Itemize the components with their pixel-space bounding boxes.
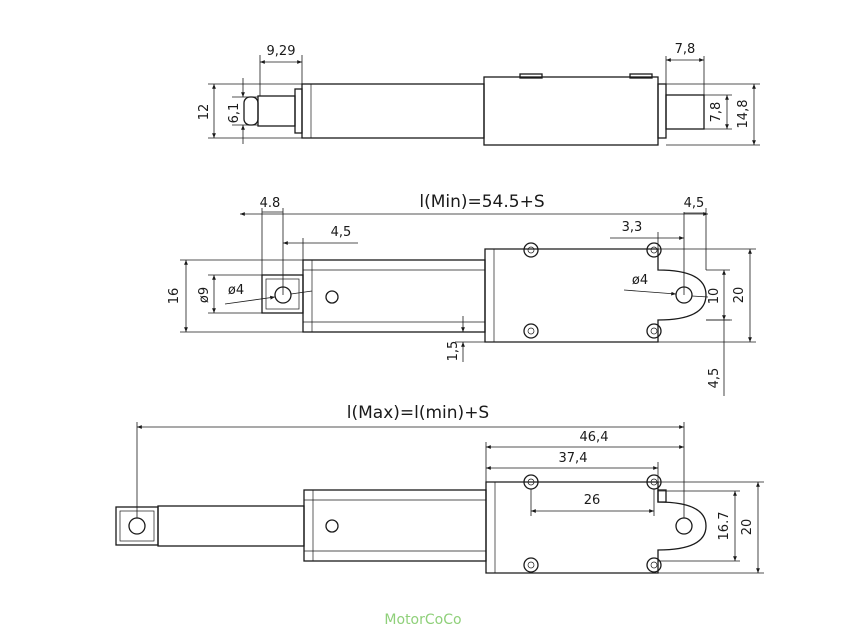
dim-46-4: 46,4 xyxy=(580,430,609,445)
dim-6-1: 6,1 xyxy=(227,103,242,124)
dim-7-8-vertical: 7,8 xyxy=(709,102,724,123)
dim-16-7: 16.7 xyxy=(717,512,732,541)
dim-4-8: 4.8 xyxy=(260,196,281,211)
middle-view: l(Min)=54.5+S 4.8 4,5 4,5 3,3 16 xyxy=(167,192,756,396)
bottom-dimensions: l(Max)=l(min)+S 46,4 37,4 26 16.7 xyxy=(136,403,764,574)
dim-37-4: 37,4 xyxy=(559,451,588,466)
top-actuator-outline xyxy=(243,73,705,146)
dim-20-middle: 20 xyxy=(732,287,747,304)
dim-4-5-bottom: 4,5 xyxy=(707,368,722,389)
top-view: 9,29 6,1 12 7,8 7,8 xyxy=(197,42,760,146)
dim-12: 12 xyxy=(197,104,212,121)
top-dimensions: 9,29 6,1 12 7,8 7,8 xyxy=(197,42,760,146)
bottom-view: l(Max)=l(min)+S 46,4 37,4 26 16.7 xyxy=(115,403,764,574)
formula-lmax: l(Max)=l(min)+S xyxy=(347,403,489,423)
dim-7-8-horizontal: 7,8 xyxy=(675,42,696,57)
dim-4-5-right: 4,5 xyxy=(684,196,705,211)
formula-lmin: l(Min)=54.5+S xyxy=(419,192,544,212)
dim-3-3: 3,3 xyxy=(622,220,643,235)
dim-20-bottom: 20 xyxy=(740,519,755,536)
middle-dimensions: l(Min)=54.5+S 4.8 4,5 4,5 3,3 16 xyxy=(167,192,756,396)
dim-4-5-top: 4,5 xyxy=(331,225,352,240)
dim-9-29: 9,29 xyxy=(267,44,296,59)
middle-actuator-outline xyxy=(261,242,707,343)
dim-phi4-left: ø4 xyxy=(228,283,244,298)
dim-phi4-right: ø4 xyxy=(632,273,648,288)
dim-26: 26 xyxy=(584,493,601,508)
bottom-actuator-outline xyxy=(115,474,707,574)
dim-phi9: ø9 xyxy=(197,287,212,303)
dim-10: 10 xyxy=(707,288,722,305)
dim-1-5: 1,5 xyxy=(446,341,461,362)
dim-14-8: 14,8 xyxy=(736,100,751,129)
watermark: MotorCoCo xyxy=(384,612,462,628)
dim-16: 16 xyxy=(167,288,182,305)
